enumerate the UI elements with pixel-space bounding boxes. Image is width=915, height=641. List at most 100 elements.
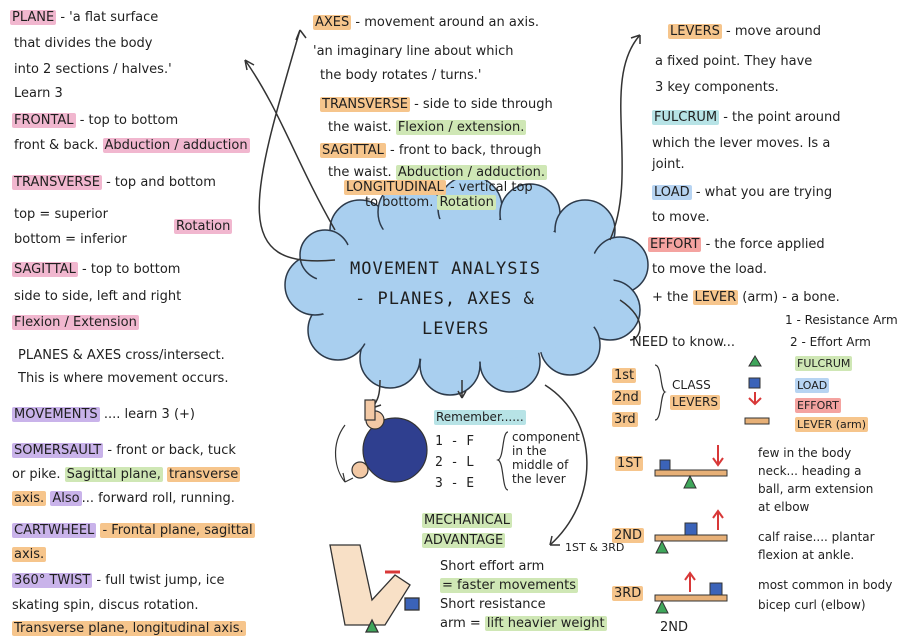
- transverse-axis-desc: - side to side through: [414, 97, 553, 112]
- gymnast-illustration: [334, 399, 428, 483]
- cross-line1: PLANES & AXES cross/intersect.: [18, 348, 225, 363]
- rotation-hl: Rotation: [174, 219, 233, 234]
- plane-line4: Learn 3: [14, 86, 63, 101]
- class-label: CLASS: [672, 378, 711, 392]
- third-class-d1: most common in body: [758, 578, 893, 592]
- mech-m4-line: arm = lift heavier weight: [440, 616, 607, 631]
- som3b: Also: [50, 491, 82, 506]
- cartwheel-line: CARTWHEEL - Frontal plane, sagittal: [12, 523, 255, 538]
- center-title-line3: LEVERS: [422, 319, 490, 339]
- key-fulcrum: FULCRUM: [795, 356, 853, 371]
- axes-quote2: the body rotates / turns.': [320, 68, 482, 83]
- twist-line2: skating spin, discus rotation.: [12, 598, 199, 613]
- remember-row-3: 3 - E: [435, 476, 475, 491]
- frontal-line: FRONTAL - top to bottom: [12, 113, 178, 128]
- arm-illustration: [329, 544, 420, 633]
- load-l2: to move.: [652, 210, 710, 225]
- sagittal-axis-line: SAGITTAL - front to back, through: [320, 143, 541, 158]
- levers-label: LEVERS: [670, 395, 721, 410]
- transverse-plane-heading: TRANSVERSE: [12, 175, 102, 190]
- remember-c1: component: [512, 430, 580, 444]
- key-effort: EFFORT: [795, 398, 841, 413]
- frontal-heading: FRONTAL: [12, 113, 76, 128]
- class-3rd: 3rd: [612, 412, 638, 427]
- mech-m2: = faster movements: [440, 578, 578, 593]
- lever-diagram-second: [654, 509, 728, 554]
- class-brace: [496, 364, 667, 491]
- transverse-plane-desc: - top and bottom: [106, 175, 216, 190]
- sagittal-axis-desc: - front to back, through: [390, 143, 542, 158]
- second-class-label: 2ND: [612, 528, 645, 543]
- sagittal-axis-heading: SAGITTAL: [320, 143, 386, 158]
- remember-c3: middle of: [512, 458, 569, 472]
- need-n1: 1 - Resistance Arm: [785, 313, 898, 327]
- axes-quote1: 'an imaginary line about which: [313, 44, 514, 59]
- first-class-d2: neck... heading a: [758, 464, 862, 478]
- center-title-line2: - PLANES, AXES &: [355, 289, 535, 309]
- mech-side: 1ST & 3RD: [565, 541, 625, 554]
- somersault-heading: SOMERSAULT: [12, 443, 104, 458]
- sagittal-plane-l2: side to side, left and right: [14, 289, 182, 304]
- levers-heading: LEVERS: [668, 24, 722, 39]
- twist-desc1: - full twist jump, ice: [96, 573, 225, 588]
- cartwheel-heading: CARTWHEEL: [12, 523, 97, 538]
- class-2nd: 2nd: [612, 390, 641, 405]
- lever-diagram-first: [654, 445, 728, 489]
- longitudinal-axis-l2: to bottom. Rotation: [365, 195, 496, 210]
- l2: to bottom.: [365, 195, 434, 210]
- somersault-desc1: - front or back, tuck: [107, 443, 236, 458]
- cartwheel-line2: axis.: [12, 547, 47, 562]
- fulcrum-line: FULCRUM - the point around: [652, 110, 841, 125]
- axes-heading: AXES: [313, 15, 352, 30]
- load-desc: - what you are trying: [695, 185, 833, 200]
- twist-heading: 360° TWIST: [12, 573, 93, 588]
- t2: the waist.: [328, 120, 392, 135]
- somersault-line2: or pike. Sagittal plane, transverse: [12, 467, 241, 482]
- levers-line: LEVERS - move around: [668, 24, 821, 39]
- movements-line: MOVEMENTS .... learn 3 (+): [12, 407, 195, 422]
- lever-diagram-third: [654, 571, 728, 614]
- mech-m1: Short effort arm: [440, 559, 545, 574]
- levers-d2: a fixed point. They have: [655, 54, 813, 69]
- mech-title2: ADVANTAGE: [422, 533, 506, 548]
- remember-row-2: 2 - L: [435, 455, 475, 470]
- lever-arm-desc: (arm) - a bone.: [742, 290, 840, 305]
- fulcrum-heading: FULCRUM: [652, 110, 720, 125]
- key-symbols: [744, 355, 770, 425]
- s2b: Abduction / adduction.: [395, 165, 548, 180]
- som2c: transverse: [166, 467, 241, 482]
- fulcrum-l3: joint.: [652, 157, 685, 172]
- load-heading: LOAD: [652, 185, 692, 200]
- third-class-d2: bicep curl (elbow): [758, 598, 866, 612]
- cartwheel-desc: - Frontal plane, sagittal: [100, 523, 255, 538]
- top-superior: top = superior: [14, 207, 108, 222]
- t2b: Flexion / extension.: [395, 120, 527, 135]
- key-load: LOAD: [795, 378, 830, 393]
- s2: the waist.: [328, 165, 392, 180]
- som3c: ... forward roll, running.: [81, 491, 235, 506]
- first-class-d1: few in the body: [758, 446, 852, 460]
- sagittal-plane-hl: Flexion / Extension: [12, 315, 139, 330]
- levers-desc: - move around: [726, 24, 821, 39]
- longitudinal-axis-line: LONGITUDINAL - vertical top: [344, 180, 533, 195]
- effort-line: EFFORT - the force applied: [648, 237, 825, 252]
- lever-arm-heading: LEVER: [692, 290, 739, 305]
- twist-line: 360° TWIST - full twist jump, ice: [12, 573, 225, 588]
- axes-line: AXES - movement around an axis.: [313, 15, 539, 30]
- remember-c4: the lever: [512, 472, 566, 486]
- effort-desc: - the force applied: [705, 237, 825, 252]
- mech-title1: MECHANICAL: [422, 513, 512, 528]
- plane-line3: into 2 sections / halves.': [14, 62, 172, 77]
- first-class-d3: ball, arm extension: [758, 482, 874, 496]
- effort-l2: to move the load.: [652, 262, 768, 277]
- movements-heading: MOVEMENTS: [12, 407, 100, 422]
- plane-heading: PLANE: [10, 10, 57, 25]
- remember-title: Remember......: [434, 410, 526, 425]
- transverse-plane-line: TRANSVERSE - top and bottom: [12, 175, 216, 190]
- som3: axis.: [12, 491, 47, 506]
- som2b: Sagittal plane,: [64, 467, 163, 482]
- sagittal-axis-l2: the waist. Abduction / adduction.: [328, 165, 548, 180]
- mech-m4: arm =: [440, 616, 481, 631]
- fulcrum-l2: which the lever moves. Is a: [652, 136, 831, 151]
- sagittal-plane-heading: SAGITTAL: [12, 262, 78, 277]
